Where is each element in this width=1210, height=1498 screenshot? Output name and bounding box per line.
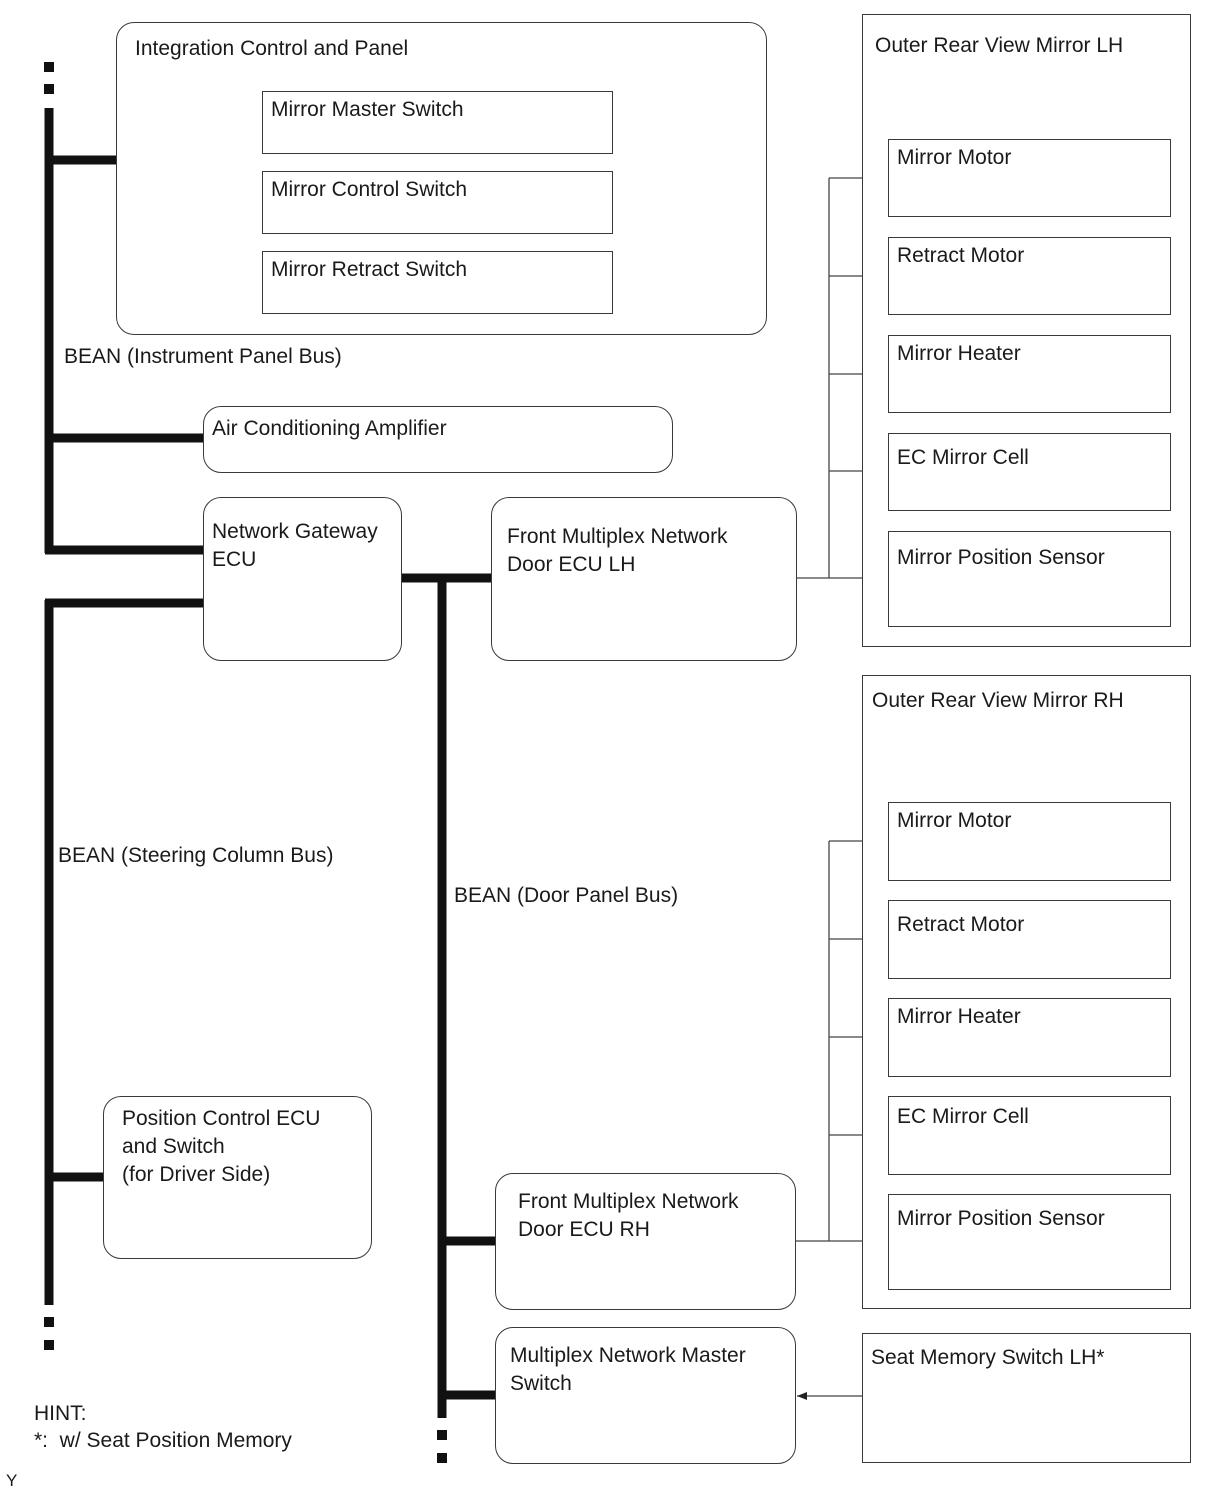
rh-mirror-heater-label: Mirror Heater	[897, 1005, 1021, 1028]
air-conditioning-label: Air Conditioning Amplifier	[212, 417, 447, 440]
seat-memory-switch-lh: Seat Memory Switch LH*	[862, 1333, 1191, 1463]
mirror-control-switch-label: Mirror Control Switch	[271, 178, 468, 201]
mirror-control-switch: Mirror Control Switch	[262, 171, 613, 234]
rh-mirror-position-sensor: Mirror Position Sensor	[888, 1194, 1171, 1290]
lh-retract-motor-label: Retract Motor	[897, 244, 1025, 267]
multiplex-network-master-switch: Multiplex Network Master Switch	[495, 1327, 796, 1464]
door-ecu-rh-label: Front Multiplex Network Door ECU RH	[518, 1190, 739, 1241]
position-control-label: Position Control ECU and Switch (for Dri…	[122, 1107, 321, 1186]
mirror-master-switch: Mirror Master Switch	[262, 91, 613, 154]
network-gateway-ecu: Network Gateway ECU	[203, 497, 402, 661]
mirror-master-switch-label: Mirror Master Switch	[271, 98, 464, 121]
master-switch-label: Multiplex Network Master Switch	[510, 1344, 746, 1395]
outer-mirror-rh-title: Outer Rear View Mirror RH	[872, 689, 1124, 712]
rh-mirror-heater: Mirror Heater	[888, 998, 1171, 1077]
rh-retract-motor-label: Retract Motor	[897, 913, 1025, 936]
rh-ec-mirror-cell: EC Mirror Cell	[888, 1096, 1171, 1175]
lh-mirror-position-sensor-label: Mirror Position Sensor	[897, 546, 1105, 569]
integration-panel-title: Integration Control and Panel	[135, 37, 409, 60]
steering-column-bus-label: BEAN (Steering Column Bus)	[58, 844, 334, 867]
lh-ec-mirror-cell: EC Mirror Cell	[888, 433, 1171, 511]
door-ecu-lh-label: Front Multiplex Network Door ECU LH	[507, 525, 728, 576]
rh-mirror-motor-label: Mirror Motor	[897, 809, 1012, 832]
instrument-panel-bus	[44, 108, 204, 555]
lh-ec-mirror-cell-label: EC Mirror Cell	[897, 446, 1029, 469]
rh-mirror-position-sensor-label: Mirror Position Sensor	[897, 1207, 1105, 1230]
rh-mirror-motor: Mirror Motor	[888, 802, 1171, 881]
door-panel-bus	[401, 573, 496, 1418]
rh-ec-mirror-cell-label: EC Mirror Cell	[897, 1105, 1029, 1128]
lh-mirror-heater-label: Mirror Heater	[897, 342, 1021, 365]
lh-mirror-motor: Mirror Motor	[888, 139, 1171, 217]
rh-retract-motor: Retract Motor	[888, 900, 1171, 979]
mirror-retract-switch-label: Mirror Retract Switch	[271, 258, 468, 281]
lh-mirror-position-sensor: Mirror Position Sensor	[888, 531, 1171, 627]
lh-mirror-motor-label: Mirror Motor	[897, 146, 1012, 169]
hint-title: HINT:	[34, 1402, 87, 1425]
outer-mirror-lh-title: Outer Rear View Mirror LH	[875, 34, 1124, 57]
gateway-label: Network Gateway ECU	[212, 520, 378, 571]
seat-memory-switch-label: Seat Memory Switch LH*	[871, 1346, 1105, 1369]
air-conditioning-amplifier: Air Conditioning Amplifier	[203, 406, 673, 473]
door-ecu-rh: Front Multiplex Network Door ECU RH	[495, 1173, 796, 1310]
steering-column-bus	[44, 598, 204, 1305]
lh-retract-motor: Retract Motor	[888, 237, 1171, 315]
instrument-panel-bus-label: BEAN (Instrument Panel Bus)	[64, 345, 342, 368]
corner-mark: Y	[6, 1471, 18, 1490]
lh-mirror-heater: Mirror Heater	[888, 335, 1171, 413]
position-control-ecu: Position Control ECU and Switch (for Dri…	[103, 1096, 372, 1259]
hint-note: *: w/ Seat Position Memory	[34, 1429, 292, 1452]
door-panel-bus-label: BEAN (Door Panel Bus)	[454, 884, 679, 907]
bus-continuation-marks	[44, 62, 447, 1463]
door-ecu-lh: Front Multiplex Network Door ECU LH	[491, 497, 797, 661]
lh-mirror-signals	[797, 174, 887, 582]
mirror-retract-switch: Mirror Retract Switch	[262, 251, 613, 314]
